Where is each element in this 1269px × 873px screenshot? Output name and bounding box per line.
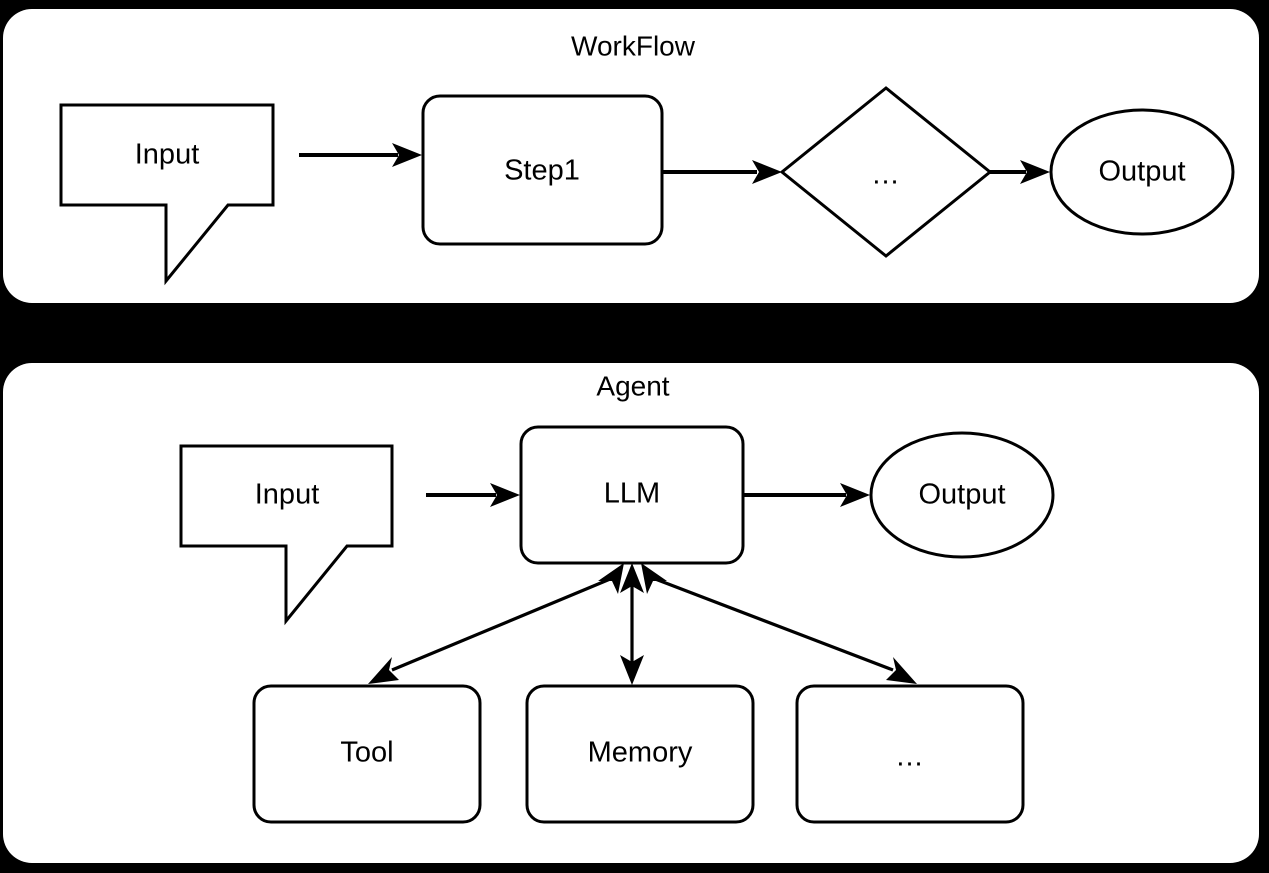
arrowhead-icon-up — [641, 563, 667, 594]
node-ag-input[interactable]: Input — [179, 444, 394, 626]
rounded-rect-shape — [525, 684, 755, 824]
ellipse-shape — [1049, 108, 1235, 236]
node-wf-output-label: Output — [1098, 156, 1185, 188]
arrowhead-icon-up — [598, 563, 624, 594]
arrowhead-icon-down — [886, 657, 917, 684]
callout-shape — [59, 103, 275, 286]
rounded-rect-shape — [795, 684, 1025, 824]
panel-agent: Agent Input LLM — [3, 363, 1259, 863]
arrowhead-icon-up — [620, 563, 644, 593]
arrowhead-icon-down — [620, 655, 644, 685]
edge-ag-llm-to-tool — [368, 563, 624, 684]
node-ag-output-label: Output — [918, 479, 1005, 511]
arrowhead-icon — [392, 143, 422, 167]
arrowhead-icon — [752, 160, 782, 184]
node-ag-more[interactable]: ... — [795, 684, 1025, 824]
node-wf-output[interactable]: Output — [1049, 108, 1235, 236]
edge-ag-input-to-llm — [426, 483, 520, 507]
node-ag-memory[interactable]: Memory — [525, 684, 755, 824]
panel-workflow: WorkFlow Input Step1 — [3, 9, 1259, 303]
panel-agent-title: Agent — [596, 370, 669, 401]
arrowhead-icon — [840, 483, 870, 507]
diamond-shape — [779, 86, 993, 258]
node-ag-input-label: Input — [255, 479, 320, 511]
node-ag-more-label: ... — [896, 741, 923, 773]
node-wf-more-label: ... — [872, 159, 899, 191]
arrowhead-icon — [490, 483, 520, 507]
rounded-rect-shape — [421, 94, 664, 246]
node-ag-output[interactable]: Output — [869, 431, 1055, 559]
node-wf-more[interactable]: ... — [779, 86, 993, 258]
node-wf-input-label: Input — [135, 139, 200, 171]
arrowhead-icon-down — [368, 657, 399, 684]
edge-ag-llm-to-more — [641, 563, 917, 684]
arrowhead-icon — [1020, 160, 1050, 184]
edge-line — [391, 575, 616, 672]
node-ag-tool[interactable]: Tool — [252, 684, 482, 824]
edge-wf-step1-to-more — [663, 160, 782, 184]
node-ag-memory-label: Memory — [588, 737, 693, 769]
edge-ag-llm-to-memory — [620, 563, 644, 685]
node-ag-llm[interactable]: LLM — [519, 425, 745, 565]
ellipse-shape — [869, 431, 1055, 559]
panel-workflow-title: WorkFlow — [571, 30, 696, 61]
node-wf-input[interactable]: Input — [59, 103, 275, 286]
callout-shape — [179, 444, 394, 626]
edge-ag-llm-to-output — [743, 483, 870, 507]
edge-wf-more-to-output — [990, 160, 1050, 184]
edge-wf-input-to-step1 — [299, 143, 422, 167]
node-ag-tool-label: Tool — [340, 737, 393, 769]
rounded-rect-shape — [252, 684, 482, 824]
edge-line — [649, 575, 894, 672]
node-wf-step1-label: Step1 — [504, 155, 580, 187]
node-ag-llm-label: LLM — [604, 478, 660, 510]
node-wf-step1[interactable]: Step1 — [421, 94, 664, 246]
